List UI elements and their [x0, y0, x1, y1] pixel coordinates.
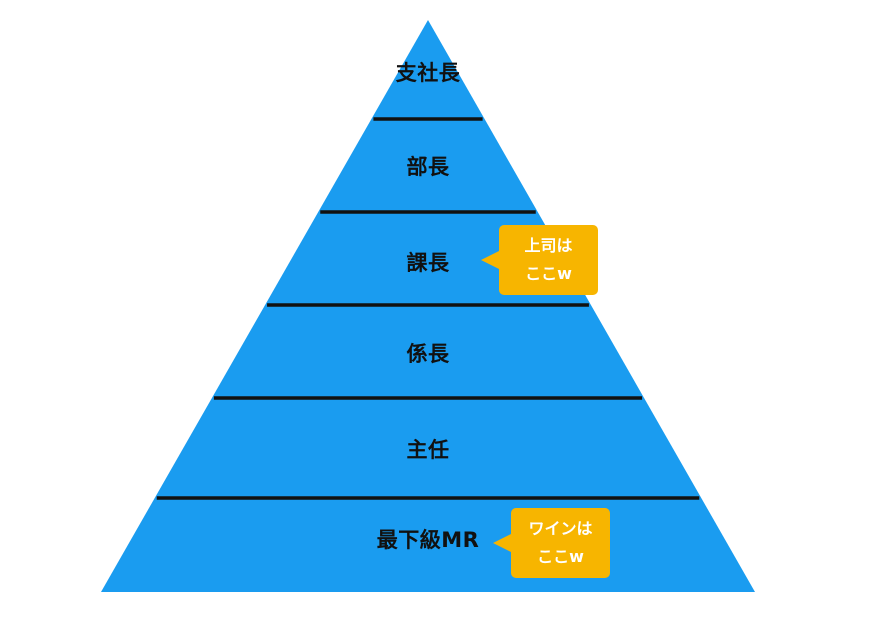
callout-wine: ワインは ここw [511, 508, 610, 578]
level-label-lowest-mr: 最下級MR [376, 528, 480, 552]
level-label-branch-manager: 支社長 [395, 61, 461, 85]
callout-wine-line2: ここw [537, 547, 584, 566]
level-label-department-head: 部長 [406, 155, 450, 179]
level-label-section-chief: 課長 [406, 251, 450, 275]
callout-boss-line1: 上司は [524, 236, 573, 255]
callout-wine-line1: ワインは [528, 519, 593, 538]
level-label-subsection-chief: 係長 [406, 342, 450, 366]
callout-boss: 上司は ここw [499, 225, 598, 295]
level-dividers [156, 117, 700, 500]
level-label-team-lead: 主任 [406, 438, 450, 462]
callout-boss-line2: ここw [525, 264, 572, 283]
